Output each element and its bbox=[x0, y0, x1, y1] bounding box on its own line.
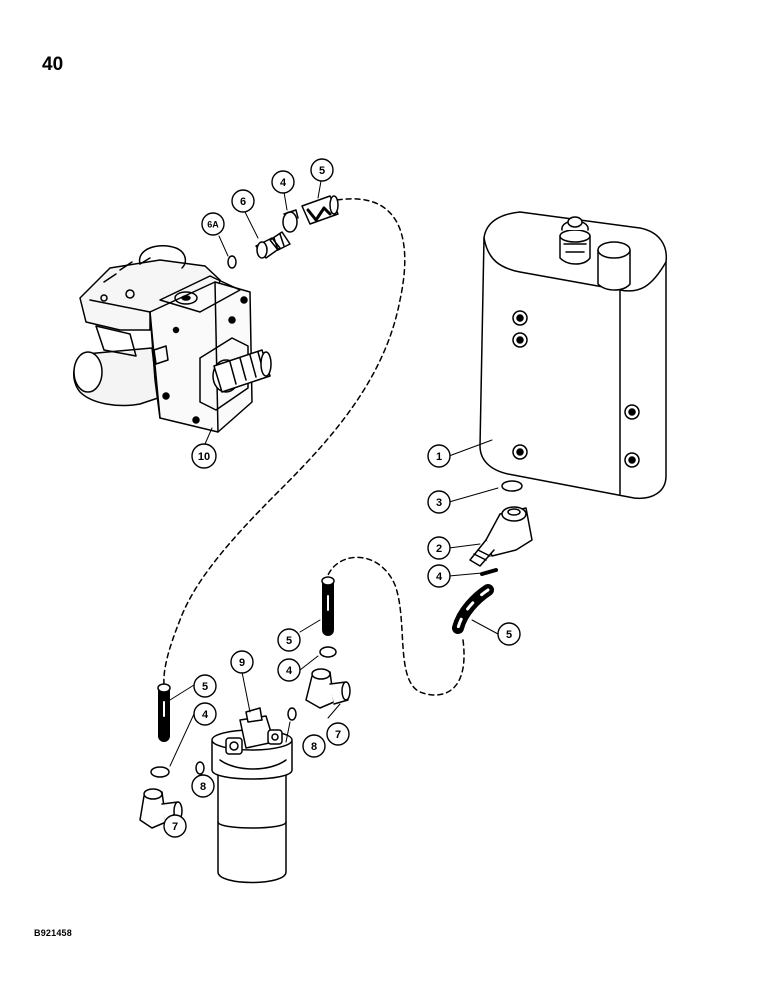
svg-text:9: 9 bbox=[239, 657, 245, 669]
callout-5-right: 5 bbox=[497, 622, 521, 646]
callout-1: 1 bbox=[427, 444, 451, 468]
svg-text:4: 4 bbox=[280, 177, 287, 189]
hose-route-tank-to-filter bbox=[327, 556, 465, 696]
callout-5-top: 5 bbox=[310, 158, 334, 182]
callout-leaders bbox=[169, 180, 499, 819]
svg-text:6A: 6A bbox=[207, 220, 219, 230]
elbow-fitting-7-center bbox=[305, 668, 351, 709]
svg-text:8: 8 bbox=[200, 781, 206, 793]
svg-text:4: 4 bbox=[202, 709, 209, 721]
svg-text:2: 2 bbox=[436, 543, 442, 555]
callout-5-center: 5 bbox=[277, 628, 301, 652]
callout-8-center: 8 bbox=[302, 734, 326, 758]
callout-2: 2 bbox=[427, 536, 451, 560]
o-ring-8-left bbox=[195, 761, 205, 775]
callout-4-top: 4 bbox=[271, 170, 295, 194]
callout-4-center: 4 bbox=[277, 658, 301, 682]
callout-5-left: 5 bbox=[193, 674, 217, 698]
figure-code: B921458 bbox=[34, 928, 72, 938]
hose-route-pump-to-filter bbox=[163, 198, 406, 686]
o-ring-6a bbox=[227, 255, 237, 269]
svg-text:4: 4 bbox=[286, 665, 293, 677]
callout-7-center: 7 bbox=[326, 722, 350, 746]
callout-6: 6 bbox=[231, 189, 255, 213]
hose-5-top bbox=[301, 195, 339, 225]
hose-5-center bbox=[321, 576, 335, 636]
svg-text:1: 1 bbox=[436, 451, 442, 463]
hydraulic-filter bbox=[211, 707, 293, 884]
callout-8-left: 8 bbox=[191, 774, 215, 798]
svg-text:5: 5 bbox=[202, 681, 208, 693]
o-ring-3 bbox=[501, 480, 523, 492]
callout-7-left: 7 bbox=[163, 814, 187, 838]
svg-text:3: 3 bbox=[436, 497, 442, 509]
callout-4-right: 4 bbox=[427, 564, 451, 588]
hose-clamp-4-right bbox=[480, 568, 498, 576]
svg-text:10: 10 bbox=[198, 451, 210, 463]
elbow-fitting-2 bbox=[469, 506, 533, 567]
callout-10: 10 bbox=[191, 443, 217, 469]
hose-5-left bbox=[157, 683, 171, 742]
fitting-6 bbox=[255, 231, 291, 259]
hose-5-right bbox=[452, 584, 494, 634]
callout-4-left: 4 bbox=[193, 702, 217, 726]
svg-text:5: 5 bbox=[286, 635, 292, 647]
hydraulic-tank bbox=[479, 211, 668, 500]
svg-text:5: 5 bbox=[319, 165, 325, 177]
hose-clamp-4-top bbox=[282, 209, 299, 233]
svg-text:4: 4 bbox=[436, 571, 443, 583]
page-number: 40 bbox=[42, 54, 64, 75]
hose-clamp-4-center bbox=[319, 646, 337, 658]
hose-clamp-4-left bbox=[150, 766, 170, 778]
hydraulic-pump bbox=[73, 244, 272, 433]
svg-text:6: 6 bbox=[240, 196, 246, 208]
svg-text:7: 7 bbox=[172, 821, 178, 833]
callout-6a: 6A bbox=[201, 212, 225, 236]
svg-text:7: 7 bbox=[335, 729, 341, 741]
svg-text:5: 5 bbox=[506, 629, 512, 641]
svg-text:8: 8 bbox=[311, 741, 317, 753]
callout-9: 9 bbox=[230, 650, 254, 674]
elbow-fitting-7-left bbox=[139, 788, 183, 829]
callout-3: 3 bbox=[427, 490, 451, 514]
o-ring-8-center bbox=[287, 707, 297, 721]
